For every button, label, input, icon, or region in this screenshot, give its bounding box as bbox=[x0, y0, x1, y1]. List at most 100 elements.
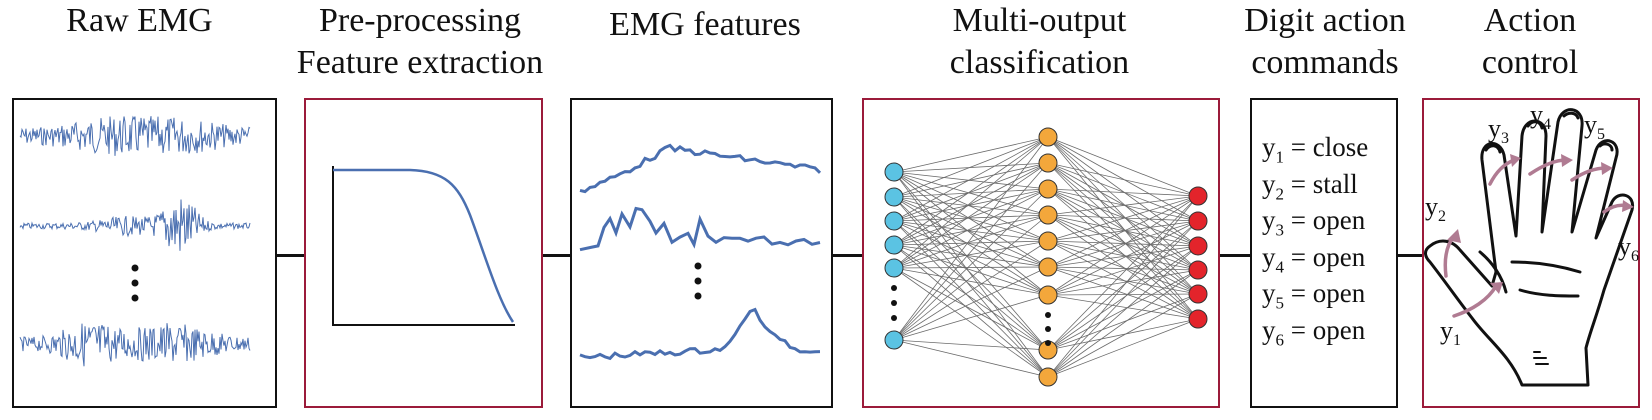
hidden-ellipsis-dot bbox=[1045, 312, 1051, 318]
input-node bbox=[884, 187, 904, 207]
hidden-node bbox=[1038, 367, 1058, 387]
command-action: = stall bbox=[1284, 168, 1358, 199]
network-edge bbox=[1047, 220, 1199, 378]
feature-trace-3 bbox=[579, 307, 821, 361]
network-edge bbox=[893, 220, 1049, 242]
network-edge bbox=[893, 214, 1049, 222]
command-item: y4 = open bbox=[1262, 242, 1365, 277]
control-title: Action control bbox=[1430, 0, 1630, 84]
network-edge bbox=[893, 339, 1049, 351]
network-edge bbox=[893, 196, 1049, 216]
hand-label-subscript: 6 bbox=[1631, 248, 1639, 266]
network-edge bbox=[1047, 240, 1199, 320]
network-edge bbox=[1047, 214, 1199, 295]
network-edge bbox=[893, 171, 1049, 242]
network-edge bbox=[893, 188, 1049, 269]
features-title: EMG features bbox=[609, 6, 801, 43]
hand-label-y5: y5 bbox=[1584, 110, 1605, 144]
network-edge bbox=[893, 220, 1049, 268]
network-edge bbox=[893, 220, 1049, 378]
input-ellipsis-dot bbox=[891, 300, 897, 306]
network-edge bbox=[893, 196, 1049, 242]
network-edge bbox=[893, 266, 1049, 341]
commands-title-line2: commands bbox=[1251, 44, 1399, 81]
preprocessing-box bbox=[304, 98, 543, 408]
network-edge bbox=[893, 267, 1049, 296]
hand-label-variable: y bbox=[1618, 232, 1631, 261]
network-edge bbox=[1047, 162, 1199, 320]
network-edge bbox=[1047, 318, 1199, 351]
network-edge bbox=[1047, 195, 1199, 378]
arrow-y3 bbox=[1488, 158, 1516, 186]
raw-emg-ellipsis-dot bbox=[131, 279, 139, 287]
command-subscript: 3 bbox=[1275, 220, 1285, 240]
hand-label-subscript: 4 bbox=[1543, 116, 1551, 134]
network-edge bbox=[893, 244, 1049, 296]
network-edge bbox=[893, 267, 1049, 378]
network-edge bbox=[1047, 188, 1199, 197]
network-edge bbox=[893, 267, 1049, 351]
command-subscript: 4 bbox=[1275, 256, 1285, 276]
raw-emg-trace-2 bbox=[19, 199, 251, 251]
network-edge bbox=[1047, 188, 1199, 247]
hand-label-variable: y bbox=[1425, 192, 1438, 221]
input-node bbox=[884, 258, 904, 278]
output-node bbox=[1188, 284, 1208, 304]
control-box bbox=[1422, 98, 1640, 408]
network-edge bbox=[1047, 266, 1199, 320]
connector-5 bbox=[1398, 254, 1422, 257]
command-variable: y bbox=[1262, 241, 1276, 272]
hand-label-variable: y bbox=[1530, 100, 1543, 129]
network-edge bbox=[893, 266, 1049, 269]
feature-trace-1 bbox=[579, 143, 822, 194]
command-subscript: 5 bbox=[1275, 293, 1285, 313]
hand-label-subscript: 3 bbox=[1501, 130, 1509, 148]
network-edge bbox=[893, 136, 1049, 222]
network-edge bbox=[893, 244, 1049, 351]
network-edge bbox=[893, 136, 1049, 173]
network-edge bbox=[1047, 293, 1199, 296]
network-edge bbox=[893, 136, 1049, 269]
network-edge bbox=[893, 294, 1049, 341]
network-edge bbox=[893, 188, 1049, 246]
connector-3 bbox=[833, 254, 862, 257]
network-edge bbox=[1047, 220, 1199, 296]
network-edge bbox=[893, 220, 1049, 296]
arrowhead-y2 bbox=[1447, 229, 1461, 243]
raw-emg-trace-3 bbox=[19, 323, 251, 367]
input-ellipsis-dot bbox=[891, 315, 897, 321]
raw-emg-trace-1 bbox=[19, 115, 251, 156]
network-edge bbox=[893, 136, 1049, 246]
hand-label-subscript: 2 bbox=[1438, 208, 1446, 226]
network-edge bbox=[893, 220, 1049, 351]
command-action: = open bbox=[1284, 241, 1366, 272]
network-edge bbox=[1047, 162, 1199, 247]
network-edge bbox=[893, 339, 1049, 378]
network-edge bbox=[1047, 269, 1199, 351]
network-edge bbox=[893, 171, 1049, 268]
command-variable: y bbox=[1262, 278, 1276, 308]
network-edge bbox=[1047, 240, 1199, 271]
network-edge bbox=[893, 171, 1049, 378]
command-action: = close bbox=[1284, 132, 1369, 162]
features-ellipsis-dot bbox=[694, 277, 702, 285]
network-edge bbox=[893, 240, 1049, 246]
network-edge bbox=[893, 214, 1049, 269]
input-node bbox=[884, 162, 904, 182]
network-edge bbox=[1047, 269, 1199, 296]
network-edge bbox=[893, 162, 1049, 269]
network-edge bbox=[1047, 214, 1199, 247]
network-edge bbox=[1047, 136, 1199, 222]
command-item: y6 = open bbox=[1262, 315, 1365, 350]
network-edge bbox=[1047, 245, 1199, 296]
command-variable: y bbox=[1262, 314, 1276, 345]
network-edge bbox=[893, 188, 1049, 341]
input-ellipsis-dot bbox=[891, 285, 897, 291]
network-edge bbox=[893, 162, 1049, 198]
network-edge bbox=[1047, 162, 1199, 295]
network-edge bbox=[1047, 214, 1199, 320]
raw-emg-ellipsis-dot bbox=[131, 264, 139, 272]
network-edge bbox=[893, 196, 1049, 351]
